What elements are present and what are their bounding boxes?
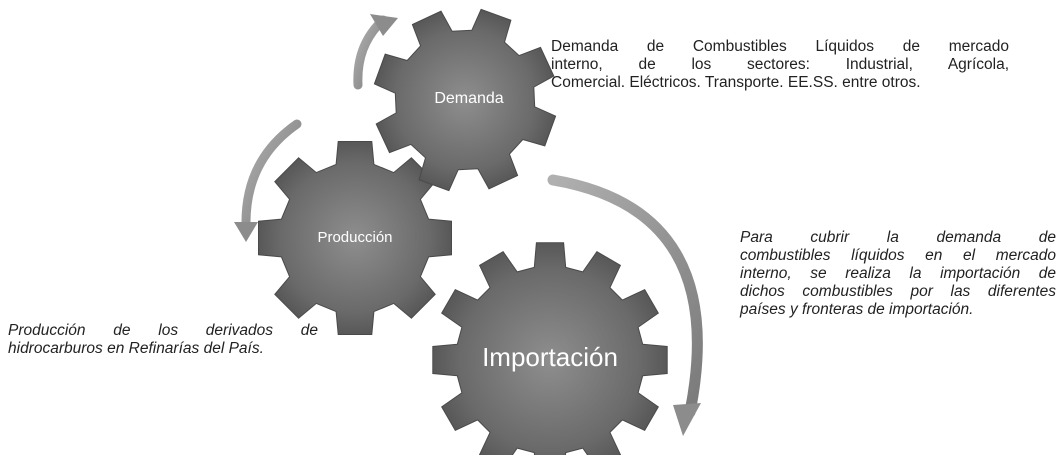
caption-demanda: Demanda de Combustibles Líquidos de merc… xyxy=(551,38,1009,92)
caption-produccion-line-1: Producción de los derivados de xyxy=(8,322,318,339)
caption-importacion-line-4: dichos combustibles por las diferentes xyxy=(740,283,1056,300)
caption-produccion-line-2: hidrocarburos en Refinarías del País. xyxy=(8,340,264,357)
gear-importacion-body xyxy=(432,242,668,455)
caption-importacion-line-1: Para cubrir la demanda de xyxy=(740,229,1056,246)
gear-label-produccion: Producción xyxy=(317,229,392,246)
caption-importacion-line-2: combustibles líquidos en el mercado xyxy=(740,247,1056,264)
gear-demanda-body xyxy=(373,8,557,192)
caption-importacion: Para cubrir la demanda de combustibles l… xyxy=(740,229,1056,319)
caption-importacion-line-3: interno, se realiza la importación de xyxy=(740,265,1056,282)
gear-demanda xyxy=(373,8,557,192)
gear-label-importacion: Importación xyxy=(482,342,618,372)
gear-produccion-body xyxy=(258,141,452,335)
gear-importacion xyxy=(432,242,668,455)
caption-produccion: Producción de los derivados de hidrocarb… xyxy=(8,322,318,358)
arrow-importacion-cycle xyxy=(547,174,703,436)
caption-demanda-line-2: interno, de los sectores: Industrial, Ag… xyxy=(551,56,1009,73)
arrow-produccion-cycle xyxy=(234,119,302,242)
caption-demanda-line-3: Comercial. Eléctricos. Transporte. EE.SS… xyxy=(551,74,921,91)
arrow-demanda-cycle xyxy=(353,14,398,90)
caption-importacion-line-5: países y fronteras de importación. xyxy=(740,301,974,318)
gear-label-demanda: Demanda xyxy=(434,90,503,107)
caption-demanda-line-1: Demanda de Combustibles Líquidos de merc… xyxy=(551,38,1009,55)
gear-produccion xyxy=(258,141,452,335)
